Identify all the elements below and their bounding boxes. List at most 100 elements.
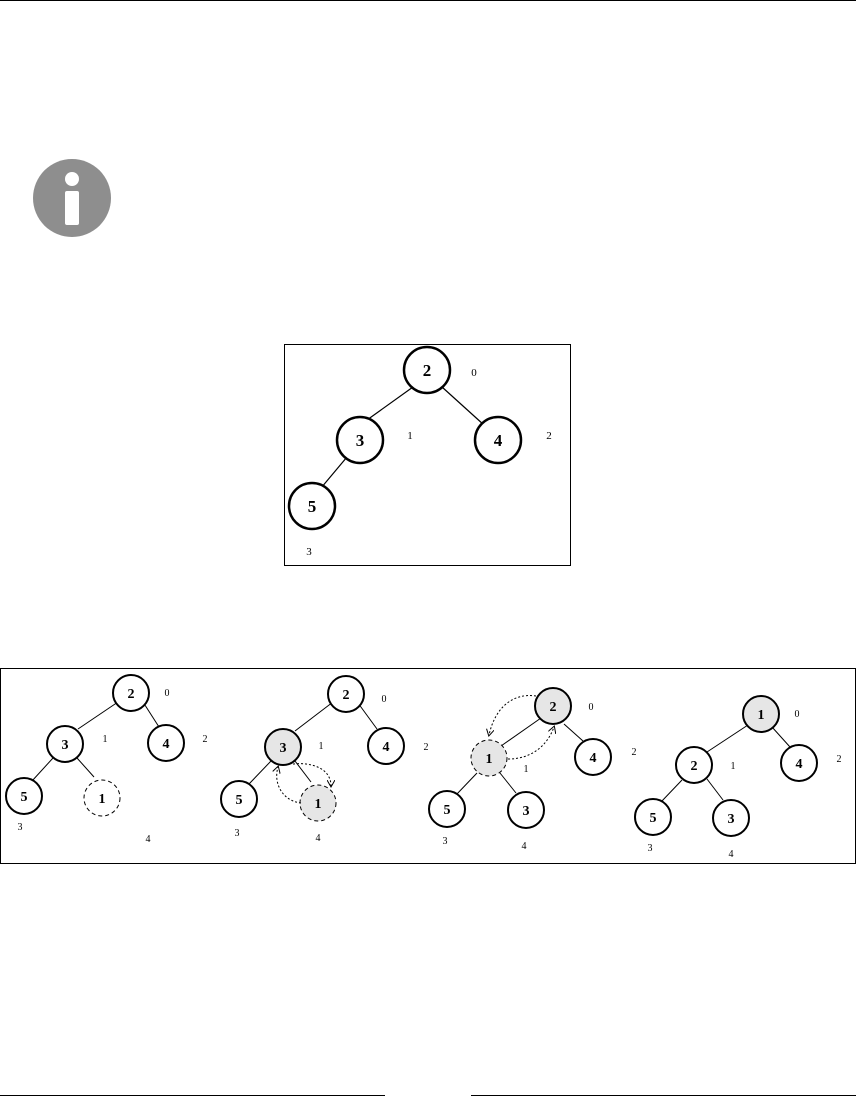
edge: [772, 727, 790, 747]
tree-node: 2 0: [113, 675, 170, 711]
tree-node: 2 1: [676, 747, 736, 783]
node-value: 5: [308, 497, 317, 516]
tree-node-highlighted: 3 1: [265, 729, 324, 765]
heap-step-1: 2 0 3 1 4 2 5 3 1 4: [6, 675, 208, 845]
heap-step-3: 2 0 1 1 4 2 5 3 3 4: [429, 688, 637, 852]
node-value: 3: [62, 738, 69, 753]
edge: [143, 702, 159, 727]
tree-node: 3 1: [47, 726, 108, 762]
node-value: 5: [21, 790, 28, 805]
node-value: 2: [343, 688, 350, 703]
node-value: 3: [356, 431, 365, 450]
node-value: 5: [650, 811, 657, 826]
node-index: 0: [795, 709, 800, 720]
tree-node: 2 0: [328, 676, 387, 712]
node-value: 3: [728, 812, 735, 827]
node-value: 5: [444, 803, 451, 818]
edge: [442, 387, 484, 425]
edge: [661, 780, 682, 802]
node-index: 2: [546, 430, 552, 442]
footer-rule-right: [471, 1095, 856, 1096]
tree-node: 4 2: [575, 739, 637, 775]
node-index: 3: [443, 836, 448, 847]
node-index: 0: [382, 694, 387, 705]
node-index: 2: [424, 742, 429, 753]
tree-node: 4 2: [475, 417, 552, 463]
node-index: 4: [522, 841, 527, 852]
edge: [321, 457, 347, 488]
edge: [564, 724, 583, 741]
node-index: 0: [165, 688, 170, 699]
node-value: 3: [280, 741, 287, 756]
edge: [32, 758, 53, 781]
edge: [295, 702, 333, 731]
info-icon: [33, 159, 111, 237]
heap-step-2: 2 0 3 1 4 2 5 3 1 4: [221, 676, 429, 844]
tree-node: 4 2: [148, 725, 208, 761]
swap-arrow-up: [277, 767, 301, 803]
heap-insert-steps-figure: 2 0 3 1 4 2 5 3 1 4: [0, 668, 856, 864]
tree-node-highlighted: 1 4: [300, 785, 336, 844]
heap-step-4: 1 0 2 1 4 2 5 3 3 4: [635, 696, 842, 860]
node-value: 4: [796, 757, 803, 772]
tree-node: 4 2: [368, 728, 429, 764]
node-index: 4: [729, 849, 734, 860]
node-value: 4: [590, 751, 597, 766]
edge: [501, 718, 541, 746]
node-index: 1: [524, 764, 529, 775]
node-index: 4: [316, 833, 321, 844]
node-value: 1: [758, 708, 765, 723]
edge: [707, 779, 723, 800]
edge: [77, 758, 94, 777]
node-index: 2: [632, 747, 637, 758]
tree-node-highlighted: 1 0: [743, 696, 800, 732]
tree-node: 2 0: [404, 347, 477, 393]
node-value: 2: [423, 361, 432, 380]
node-value: 5: [236, 793, 243, 808]
edge: [500, 773, 516, 793]
tree-node-new: 1 4: [84, 780, 151, 845]
tree-node-highlighted: 1 1: [471, 740, 529, 776]
node-index: 2: [837, 754, 842, 765]
heap-figure-initial: 2 0 3 1 4 2 5 3: [284, 344, 571, 566]
tree-node: 5 3: [289, 483, 335, 558]
tree-node: 5 3: [635, 799, 671, 854]
node-index: 1: [731, 761, 736, 772]
node-value: 2: [128, 687, 135, 702]
node-index: 3: [18, 822, 23, 833]
swap-arrow-down: [293, 764, 331, 786]
node-value: 2: [691, 759, 698, 774]
tree-node: 3 4: [713, 800, 749, 860]
tree-node: 4 2: [781, 745, 842, 781]
edge: [358, 703, 377, 729]
node-value: 4: [163, 737, 170, 752]
swap-arrow-up: [508, 727, 554, 759]
node-value: 2: [550, 700, 557, 715]
footer-rule-left: [0, 1095, 385, 1096]
node-value: 1: [315, 797, 322, 812]
node-value: 3: [523, 804, 530, 819]
edge: [78, 702, 118, 729]
heap-insert-steps: 2 0 3 1 4 2 5 3 1 4: [1, 669, 856, 865]
node-index: 3: [648, 843, 653, 854]
node-index: 0: [471, 367, 477, 379]
tree-node-highlighted: 2 0: [535, 688, 594, 724]
node-index: 1: [103, 734, 108, 745]
top-rule: [0, 0, 856, 1]
node-index: 1: [407, 430, 413, 442]
node-index: 1: [319, 741, 324, 752]
edge: [707, 725, 748, 752]
node-value: 1: [99, 792, 106, 807]
tree-node: 3 1: [337, 417, 413, 463]
heap-tree-initial: 2 0 3 1 4 2 5 3: [285, 345, 572, 567]
node-value: 4: [494, 431, 503, 450]
edge: [249, 761, 271, 784]
node-value: 4: [383, 740, 390, 755]
node-index: 0: [589, 702, 594, 713]
tree-node: 3 4: [508, 792, 544, 852]
node-index: 3: [235, 828, 240, 839]
node-value: 1: [486, 752, 493, 767]
tree-node: 5 3: [221, 781, 257, 839]
tree-node: 5 3: [429, 791, 465, 847]
tree-node: 5 3: [6, 778, 42, 833]
